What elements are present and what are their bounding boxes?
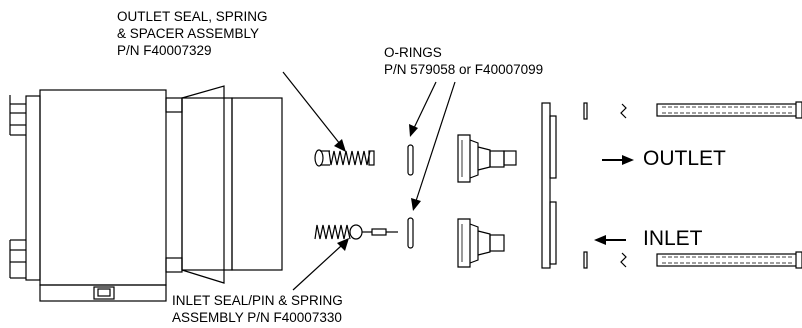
o-ring-lower [407,217,414,249]
inlet-leader-arrow [292,238,349,291]
outlet-assembly-line3: P/N F40007329 [117,43,212,58]
mounting-plate [541,102,557,269]
lock-washer-lower [620,252,627,268]
valve-housing [9,85,283,302]
outlet-assembly-line1: OUTLET SEAL, SPRING [117,9,268,24]
screw-lower [656,251,802,269]
outlet-leader-arrow [282,71,346,152]
inlet-fitting [457,218,505,268]
o-ring-leader-lower [411,81,456,211]
lock-washer-upper [620,103,627,119]
o-rings-line1: O-RINGS [384,45,442,60]
outlet-assembly-label: OUTLET SEAL, SPRING & SPACER ASSEMBLY P/… [117,8,268,59]
inlet-label: INLET [643,227,703,250]
outlet-flow-arrow [602,155,634,165]
washer-upper [583,102,588,120]
inlet-seal-pin-spring-assembly [314,224,398,240]
inlet-assembly-label: INLET SEAL/PIN & SPRING ASSEMBLY P/N F40… [172,292,343,326]
outlet-label: OUTLET [643,147,726,170]
outlet-fitting [457,134,517,183]
o-ring-leader-upper [409,81,437,137]
outlet-assembly-line2: & SPACER ASSEMBLY [117,26,260,41]
o-rings-line2: P/N 579058 or F40007099 [384,62,544,77]
outlet-seal-spring-assembly [314,149,375,167]
inlet-assembly-line1: INLET SEAL/PIN & SPRING [172,293,343,308]
washer-lower [583,251,588,269]
screw-upper [656,101,802,119]
inlet-assembly-line2: ASSEMBLY P/N F40007330 [172,310,342,325]
o-rings-label: O-RINGS P/N 579058 or F40007099 [384,44,543,78]
inlet-flow-arrow [594,235,626,245]
o-ring-upper [407,144,414,176]
